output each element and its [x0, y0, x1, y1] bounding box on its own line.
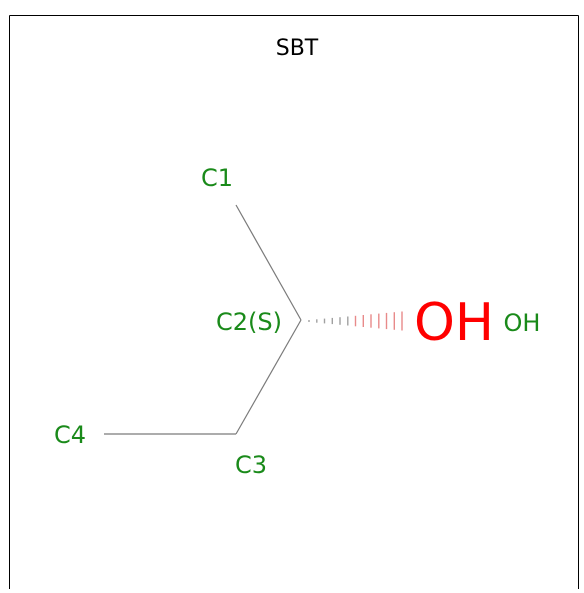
atom-label-c2: C2(S): [216, 308, 282, 336]
molecule-title: SBT: [276, 36, 319, 61]
atom-label-c3: C3: [235, 451, 267, 479]
bond-c1-c2: [235, 204, 302, 321]
atom-label-c1: C1: [201, 164, 233, 192]
atom-symbol-oxygen: OH: [414, 293, 494, 353]
bond-c2-c3: [235, 319, 302, 435]
atom-label-oh: OH: [504, 309, 541, 337]
atom-label-c4: C4: [54, 421, 86, 449]
hashed-wedge-bond-c2-o: [308, 311, 403, 331]
